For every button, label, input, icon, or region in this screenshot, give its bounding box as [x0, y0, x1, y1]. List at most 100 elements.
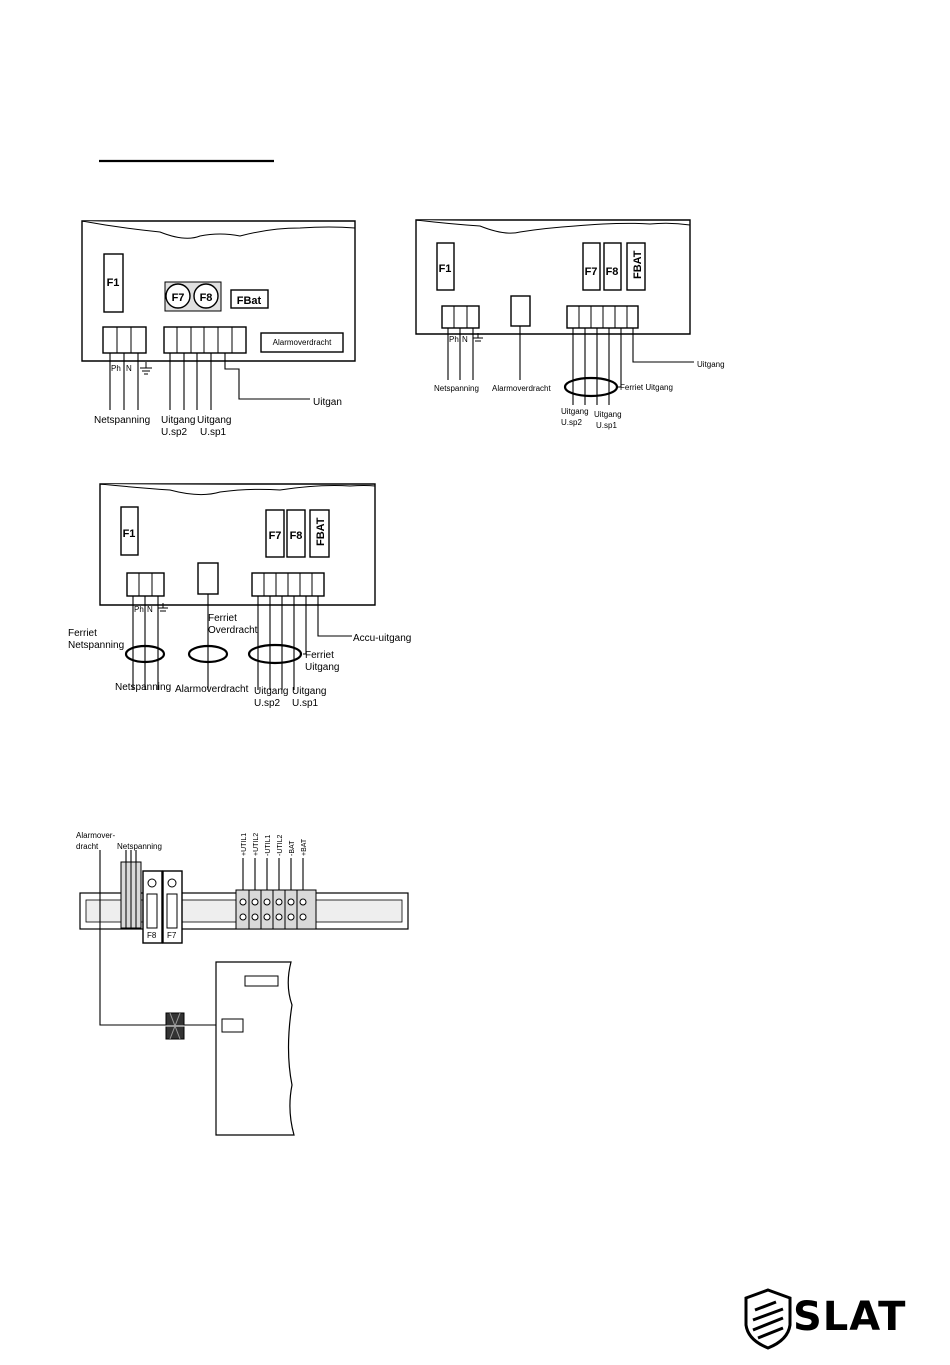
label-netspanning: Netspanning [115, 682, 171, 693]
diagram-2: F1 F7 F8 FBAT Ph N [415, 219, 725, 430]
label-usp2: U.sp2 [254, 698, 281, 709]
fuse-fbat [626, 242, 646, 291]
fuse-f1 [103, 253, 124, 313]
output-terminal-block [566, 305, 639, 329]
diagram-1: F1 F7 F8 FBat Alarmoverdracht Ph N [81, 220, 356, 438]
fuse-fbat [309, 509, 330, 558]
ferrite-ring-alarm [187, 644, 229, 664]
label-ferriet-over-1: Ferriet [208, 613, 237, 624]
fuse-fbat-label: FBAT [315, 517, 327, 546]
n-mark: N [462, 335, 468, 344]
label-alarm-2: dracht [76, 842, 99, 851]
slat-logo: SLAT [744, 1288, 906, 1350]
label-ferriet-uit-1: Ferriet [305, 650, 334, 661]
label-f8: F8 [147, 931, 157, 940]
slat-shield-icon [744, 1288, 792, 1350]
fuse-fbat [230, 289, 269, 309]
ground-symbol [473, 333, 483, 342]
ph-mark: Ph [134, 605, 144, 614]
fuse-f8 [603, 242, 622, 291]
slat-logo-text: SLAT [793, 1294, 906, 1340]
label-ferriet-net-1: Ferriet [68, 628, 97, 639]
alarm-transfer-box [510, 295, 531, 327]
label-uitgan: Uitgan [313, 397, 342, 408]
label-accu-uitgang: Accu-uitgang [353, 633, 411, 644]
fuse-f1-label: F1 [107, 277, 120, 289]
label-netspanning: Netspanning [94, 415, 150, 426]
fuse-f7-label: F7 [585, 266, 598, 278]
rail-terminal-block [235, 889, 317, 930]
label-usp2: U.sp2 [161, 427, 188, 438]
fuse-f8 [193, 283, 219, 309]
label-ferriet-uit-2: Uitgang [305, 662, 339, 673]
fuse-f1-label: F1 [439, 263, 452, 275]
label-netspanning: Netspanning [434, 384, 479, 393]
label-uitgang-a: Uitgang [254, 686, 288, 697]
ferrite-ring [563, 376, 619, 398]
ground-symbol [158, 603, 168, 612]
alarm-transfer-label: Alarmoverdracht [273, 338, 332, 347]
rail-terminal-labels: +UTIL1 +UTIL2 -UTIL1 -UTIL2 -BAT +BAT [241, 833, 308, 856]
n-mark: N [126, 364, 132, 373]
ph-mark: Ph [111, 364, 121, 373]
ph-mark: Ph [449, 335, 459, 344]
label-uitgang-b: Uitgang [594, 410, 622, 419]
label-uitgang-b: Uitgang [292, 686, 326, 697]
label-usp1: U.sp1 [292, 698, 319, 709]
label-usp2: U.sp2 [561, 418, 582, 427]
label-uitgang-a: Uitgang [161, 415, 195, 426]
mains-terminal-block [126, 572, 165, 597]
rail-terminal-label: -BAT [289, 840, 296, 856]
rail-terminal-label: +UTIL2 [253, 833, 260, 856]
fuse-holder-f8 [142, 870, 163, 944]
diagram-4: Alarmover- dracht Netspanning [76, 831, 409, 1136]
alarm-transfer-box [197, 562, 219, 595]
control-panel [215, 961, 295, 1136]
label-ferriet-net-2: Netspanning [68, 640, 124, 651]
label-uitgang-a: Uitgang [561, 407, 589, 416]
fuse-f1-label: F1 [123, 528, 136, 540]
label-ferriet-uitgang: Ferriet Uitgang [620, 383, 673, 392]
rail-terminal-label: +BAT [301, 838, 308, 856]
output-terminal-block [163, 326, 247, 354]
fuse-f1 [120, 506, 139, 556]
rail-terminal-label: -UTIL2 [277, 835, 284, 857]
fuse-fbat-label: FBAT [632, 250, 644, 279]
label-uitgang-right: Uitgang [697, 360, 725, 369]
fuse-holder-f7 [162, 870, 183, 944]
label-usp1: U.sp1 [200, 427, 227, 438]
n-mark: N [147, 605, 153, 614]
fuse-f8 [286, 509, 306, 558]
alarm-transfer-box [260, 332, 344, 353]
fuse-f1 [436, 242, 455, 291]
label-f7: F7 [167, 931, 177, 940]
rail-terminal-label: -UTIL1 [265, 835, 272, 857]
label-alarm-1: Alarmover- [76, 831, 115, 840]
mains-terminal-block [441, 305, 480, 329]
fuse-f7 [165, 283, 191, 309]
label-ferriet-over-2: Overdracht [208, 625, 258, 636]
fuse-f7 [582, 242, 601, 291]
rail-terminal-wires [242, 858, 304, 890]
ferrite-ring-mains [124, 644, 166, 664]
fuse-fbat-label: FBat [237, 295, 262, 307]
fuse-f7 [265, 509, 285, 558]
fuse-f8-label: F8 [606, 266, 619, 278]
ground-symbol [140, 362, 152, 375]
fuse-f7-label: F7 [172, 292, 185, 304]
fuse-f8-label: F8 [200, 292, 213, 304]
label-alarmoverdracht: Alarmoverdracht [175, 684, 249, 695]
label-netspanning: Netspanning [117, 842, 162, 851]
label-usp1: U.sp1 [596, 421, 617, 430]
fuse-f8-label: F8 [290, 530, 303, 542]
rail-terminal-label: +UTIL1 [241, 833, 248, 856]
mains-terminal-block [102, 326, 147, 354]
output-terminal-block [251, 572, 325, 597]
mains-terminals [120, 850, 142, 929]
label-alarmoverdracht: Alarmoverdracht [492, 384, 551, 393]
diagram-3: F1 F7 F8 FBAT Ph N [68, 483, 411, 709]
ferrite-clamp [163, 1012, 187, 1040]
label-uitgang-b: Uitgang [197, 415, 231, 426]
